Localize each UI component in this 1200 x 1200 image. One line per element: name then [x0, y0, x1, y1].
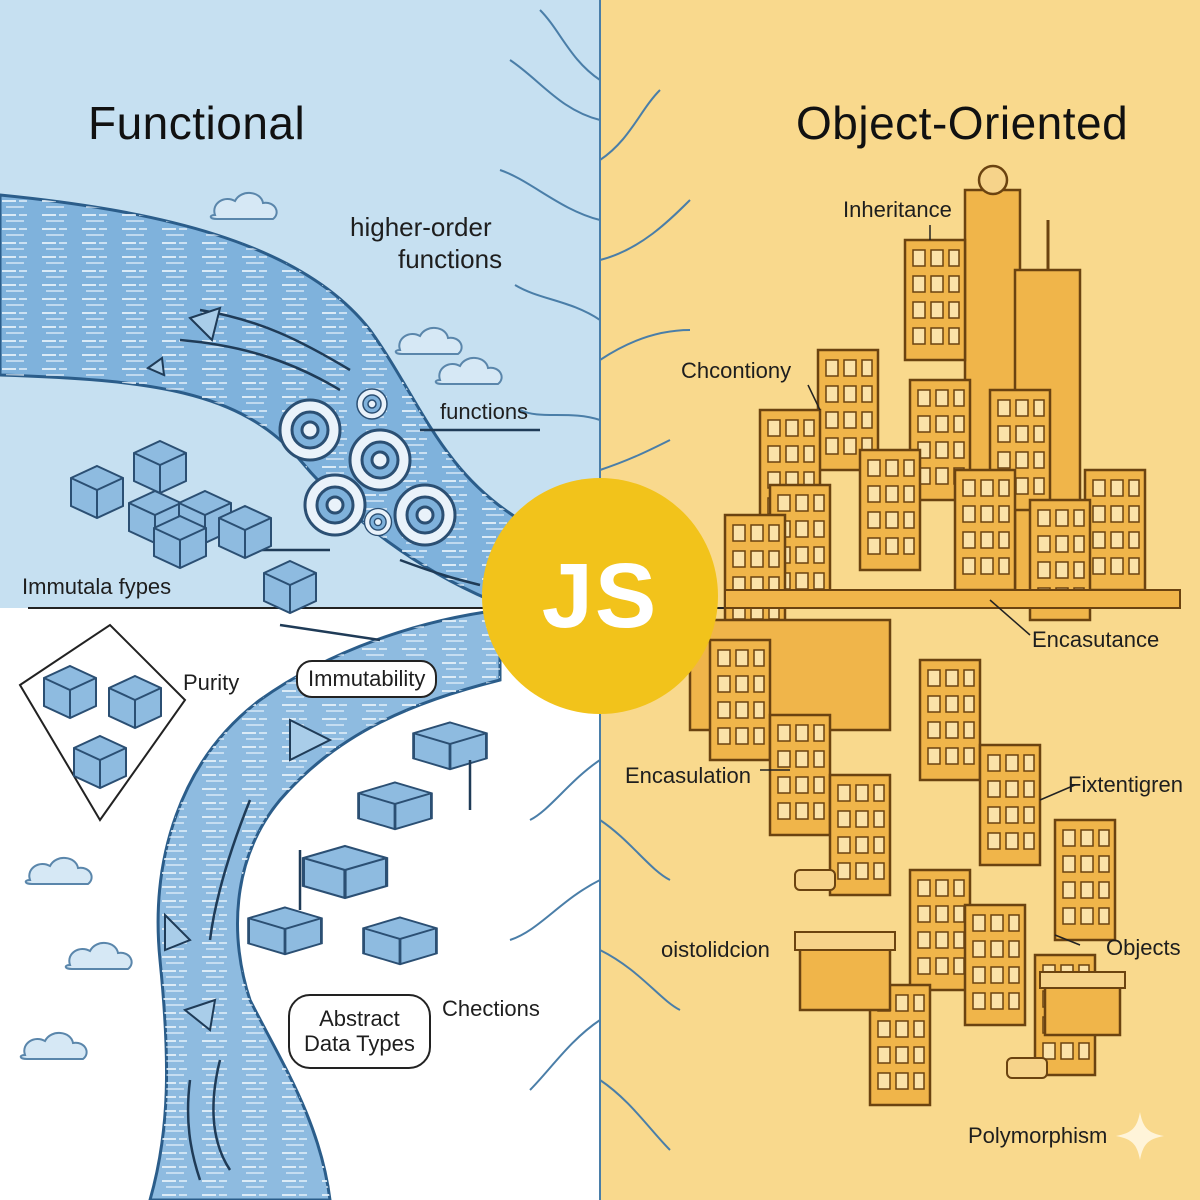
label-oistolidcion: oistolidcion: [661, 937, 770, 962]
label-immutability: Immutability: [296, 660, 438, 698]
label-higher-order-line1: higher-order: [350, 212, 492, 242]
shop-icon: [794, 931, 1126, 1037]
label-fixtentigren: Fixtentigren: [1068, 772, 1183, 797]
functional-river-top-texture: [0, 195, 520, 600]
building-icon: [723, 164, 1181, 637]
object-oriented-title: Object-Oriented: [796, 97, 1129, 149]
tree-roots-icon: [499, 0, 691, 1200]
label-abstract-line2: Data Types: [304, 1031, 415, 1057]
building-icon: [688, 618, 1117, 1107]
js-badge: JS: [482, 478, 718, 714]
js-badge-text: JS: [541, 544, 659, 647]
flow-arrows-bottom: [186, 623, 472, 1181]
label-chcontiony: Chcontiony: [681, 358, 792, 383]
label-objects: Objects: [1106, 935, 1181, 960]
car-icon: [794, 869, 1048, 1079]
label-immutable-types: Immutala fypes: [22, 574, 172, 599]
functional-river-bottom-texture: [150, 610, 500, 1200]
label-encasutance: Encasutance: [1032, 627, 1160, 652]
label-higher-order-line2: functions: [398, 244, 503, 274]
triangle-icon: [164, 718, 333, 1032]
label-functions: functions: [440, 399, 529, 424]
sparkle-icon: [1116, 1112, 1164, 1160]
label-inheritance: Inheritance: [843, 197, 952, 222]
label-polymorphism: Polymorphism: [968, 1123, 1108, 1148]
label-abstract-data-types: Abstract Data Types: [288, 994, 431, 1069]
label-abstract-line1: Abstract: [319, 1006, 400, 1031]
label-chections: Chections: [442, 996, 540, 1021]
label-purity: Purity: [183, 670, 240, 695]
functional-title: Functional: [88, 97, 306, 149]
label-pointer-lines: [760, 225, 1081, 946]
label-encasulation: Encasulation: [625, 763, 751, 788]
triangle-icon: [145, 306, 222, 377]
